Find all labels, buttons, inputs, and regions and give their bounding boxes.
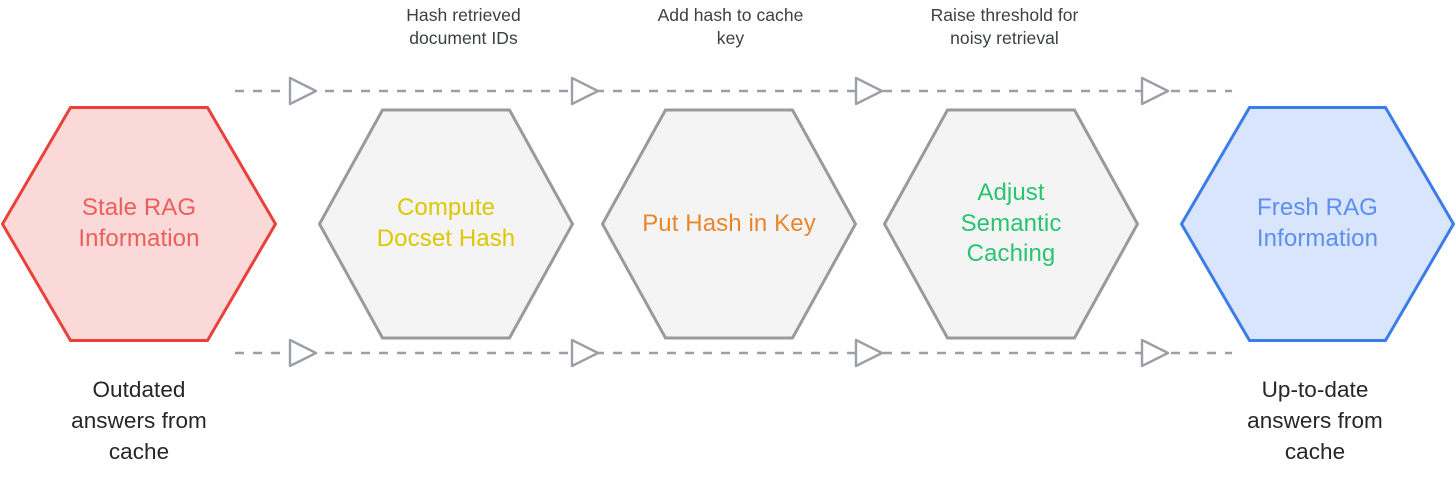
- arrowhead-icon-bottom-4: [1140, 338, 1170, 368]
- node-label-line: Information: [1256, 225, 1379, 252]
- caption-line: answers from: [1247, 408, 1383, 434]
- node-label-line: Adjust: [977, 178, 1045, 206]
- caption-line: Outdated: [92, 377, 186, 402]
- node-label-line: Stale RAG: [81, 194, 197, 222]
- node-label-line: Docset Hash: [376, 225, 516, 252]
- caption-line: Raise threshold for: [930, 5, 1079, 25]
- node-label-put-hash-in-key: Put Hash in Key: [600, 209, 858, 240]
- node-label-line: Put Hash in Key: [642, 209, 816, 237]
- node-put-hash-in-key[interactable]: Put Hash in Key: [600, 108, 858, 340]
- node-adjust-semantic-caching[interactable]: Adjust Semantic Caching: [882, 108, 1140, 340]
- caption-line: key: [716, 28, 745, 49]
- node-label-line: Fresh RAG: [1257, 194, 1378, 222]
- hexagon-shape-blue: [1179, 106, 1456, 342]
- caption-line: Up-to-date: [1261, 377, 1369, 402]
- hexagon-shape-red: [0, 106, 278, 342]
- caption-outdated-answers-from-cache: Outdated answers from cache: [24, 374, 254, 467]
- node-label-line: Semantic: [960, 209, 1062, 237]
- arrowhead-icon-bottom-2: [570, 338, 600, 368]
- node-label-line: Caching: [966, 240, 1056, 268]
- node-fresh-rag-information[interactable]: Fresh RAG Information: [1179, 105, 1456, 343]
- node-label-compute-docset-hash: Compute Docset Hash: [317, 193, 575, 254]
- node-label-line: Compute: [396, 194, 496, 222]
- caption-line: answers from: [71, 408, 207, 434]
- caption-raise-threshold-noisy-retrieval: Raise threshold for noisy retrieval: [912, 4, 1097, 51]
- node-label-line: Information: [78, 225, 200, 252]
- hexagon-shape-gray: [882, 108, 1140, 340]
- hexagon-shape-gray: [600, 108, 858, 340]
- hexagon-shape-gray: [317, 108, 575, 340]
- caption-line: document IDs: [409, 28, 518, 49]
- arrowhead-icon-bottom-1: [288, 338, 318, 368]
- node-label-adjust-semantic-caching: Adjust Semantic Caching: [882, 178, 1140, 270]
- caption-line: Add hash to cache: [657, 5, 804, 25]
- arrowhead-icon-bottom-3: [854, 338, 884, 368]
- caption-uptodate-answers-from-cache: Up-to-date answers from cache: [1200, 374, 1430, 467]
- arrowhead-icon-top-2: [570, 76, 600, 106]
- node-stale-rag-information[interactable]: Stale RAG Information: [0, 105, 278, 343]
- caption-line: cache: [108, 439, 170, 465]
- caption-line: Hash retrieved: [406, 5, 521, 25]
- node-label-stale-rag: Stale RAG Information: [0, 193, 278, 254]
- arrowhead-icon-top-4: [1140, 76, 1170, 106]
- arrowhead-icon-top-3: [854, 76, 884, 106]
- caption-line: cache: [1284, 439, 1346, 465]
- caption-line: noisy retrieval: [950, 28, 1059, 49]
- caption-add-hash-to-cache-key: Add hash to cache key: [638, 4, 823, 51]
- caption-hash-retrieved-document-ids: Hash retrieved document IDs: [371, 4, 556, 51]
- node-label-fresh-rag: Fresh RAG Information: [1179, 193, 1456, 254]
- node-compute-docset-hash[interactable]: Compute Docset Hash: [317, 108, 575, 340]
- arrowhead-icon-top-1: [288, 76, 318, 106]
